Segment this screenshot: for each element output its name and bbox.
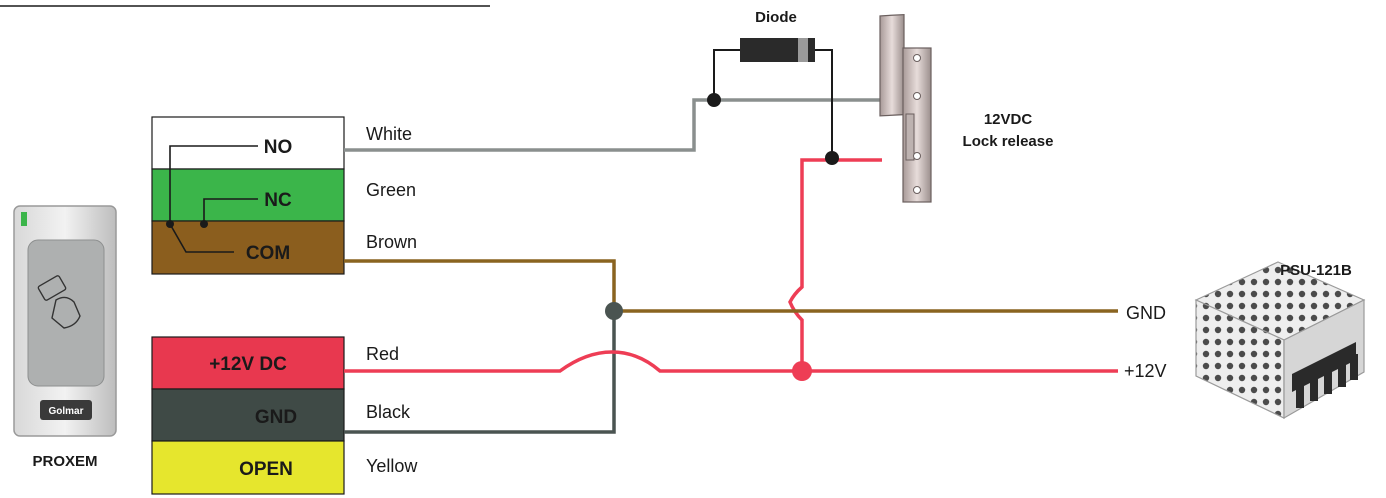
terminal-12v: +12V DC bbox=[209, 354, 287, 375]
terminal-no: NO bbox=[264, 137, 293, 158]
psu: PSU-121B GND +12V bbox=[1124, 261, 1366, 420]
psu-label: PSU-121B bbox=[1280, 262, 1352, 279]
wire-label-white: White bbox=[366, 124, 412, 144]
lock-release: 12VDC Lock release bbox=[879, 13, 1054, 203]
wire-label-black: Black bbox=[366, 402, 411, 422]
diode-label: Diode bbox=[755, 9, 797, 26]
lock-label-line1: 12VDC bbox=[984, 111, 1033, 128]
diode-lead-right bbox=[815, 49, 833, 158]
lock-red-junction bbox=[825, 151, 839, 165]
psu-gnd-label: GND bbox=[1126, 303, 1166, 323]
psu-12v-label: +12V bbox=[1124, 361, 1167, 381]
reader-brand: Golmar bbox=[48, 406, 83, 417]
red-wire bbox=[344, 350, 1118, 373]
terminal-open: OPEN bbox=[239, 459, 293, 480]
white-junction bbox=[707, 93, 721, 107]
wire-label-green: Green bbox=[366, 180, 416, 200]
diode: Diode bbox=[740, 9, 815, 62]
gnd-junction bbox=[605, 302, 623, 320]
v12-junction bbox=[792, 361, 812, 381]
red-lock-wire bbox=[788, 158, 882, 370]
terminal-nc: NC bbox=[264, 190, 292, 211]
reader-led bbox=[21, 212, 27, 226]
lock-label-line2: Lock release bbox=[963, 133, 1054, 150]
terminal-gnd: GND bbox=[255, 407, 297, 428]
relay-terminal-block: NO NC COM bbox=[151, 116, 345, 275]
reader-device: Golmar PROXEM bbox=[13, 205, 117, 470]
card-tap-icon bbox=[37, 275, 81, 329]
wire-label-red: Red bbox=[366, 344, 399, 364]
wire-label-brown: Brown bbox=[366, 232, 417, 252]
reader-card-area bbox=[27, 239, 105, 387]
psu-terminals bbox=[1292, 342, 1358, 408]
diode-lead-left bbox=[713, 49, 740, 100]
reader-label: PROXEM bbox=[32, 453, 97, 470]
white-wire bbox=[344, 98, 882, 152]
terminal-com: COM bbox=[246, 243, 290, 264]
brown-wire bbox=[344, 259, 616, 311]
reader-brand-plate bbox=[40, 400, 92, 420]
wire-label-yellow: Yellow bbox=[366, 456, 418, 476]
power-terminal-block: +12V DC GND OPEN bbox=[151, 336, 345, 495]
